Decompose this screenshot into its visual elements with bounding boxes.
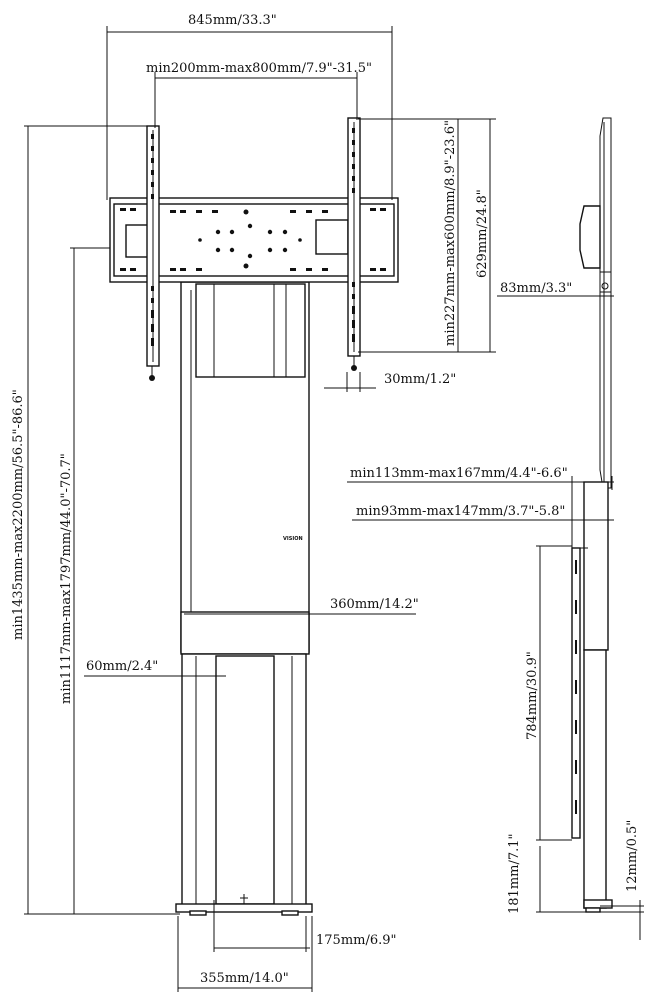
column-collar <box>180 611 310 655</box>
front-view: VISION <box>109 117 399 916</box>
column-width-label: 360mm/14.2" <box>330 597 419 612</box>
lower-column-inner <box>215 655 275 905</box>
vesa-width-label: min200mm-max800mm/7.9"-31.5" <box>146 61 372 76</box>
side-lower-column <box>583 649 607 909</box>
side-view <box>571 117 613 913</box>
bracket-offset-label: 30mm/1.2" <box>384 372 456 387</box>
column-height-label: min1117mm-max1797mm/44.0"-70.7" <box>59 453 74 704</box>
foot-span-label: 175mm/6.9" <box>316 933 397 948</box>
vesa-height-label: min227mm-max600mm/8.9"-23.6" <box>443 120 458 346</box>
side-display-outline <box>599 117 612 489</box>
column-inset-label: 60mm/2.4" <box>86 659 158 674</box>
side-bracket <box>579 205 601 269</box>
floor-gap-label: 12mm/0.5" <box>625 820 640 892</box>
bracket-height-label: 629mm/24.8" <box>475 189 490 278</box>
total-height-label: min1435mm-max2200mm/56.5"-86.6" <box>11 389 26 640</box>
right-vesa-arm <box>347 117 361 371</box>
side-dimensions: 83mm/3.3" min113mm-max167mm/4.4"-6.6" mi… <box>347 281 644 940</box>
left-foot <box>189 910 207 916</box>
depth-min-label: min93mm-max147mm/3.7"-5.8" <box>356 504 565 519</box>
left-vesa-arm <box>146 125 160 381</box>
front-dimensions: 845mm/33.3" min200mm-max800mm/7.9"-31.5"… <box>11 13 496 992</box>
side-depth-label: 83mm/3.3" <box>500 281 572 296</box>
base-width-label: 355mm/14.0" <box>200 971 289 986</box>
lower-height-label: 784mm/30.9" <box>525 651 540 740</box>
column-motor-housing <box>195 283 306 378</box>
base-height-label: 181mm/7.1" <box>507 833 522 914</box>
right-foot <box>281 910 299 916</box>
rail-holes <box>120 208 386 271</box>
logo-text: VISION <box>283 536 303 542</box>
depth-max-label: min113mm-max167mm/4.4"-6.6" <box>350 466 568 481</box>
side-column <box>583 481 609 651</box>
overall-width-label: 845mm/33.3" <box>188 13 277 28</box>
